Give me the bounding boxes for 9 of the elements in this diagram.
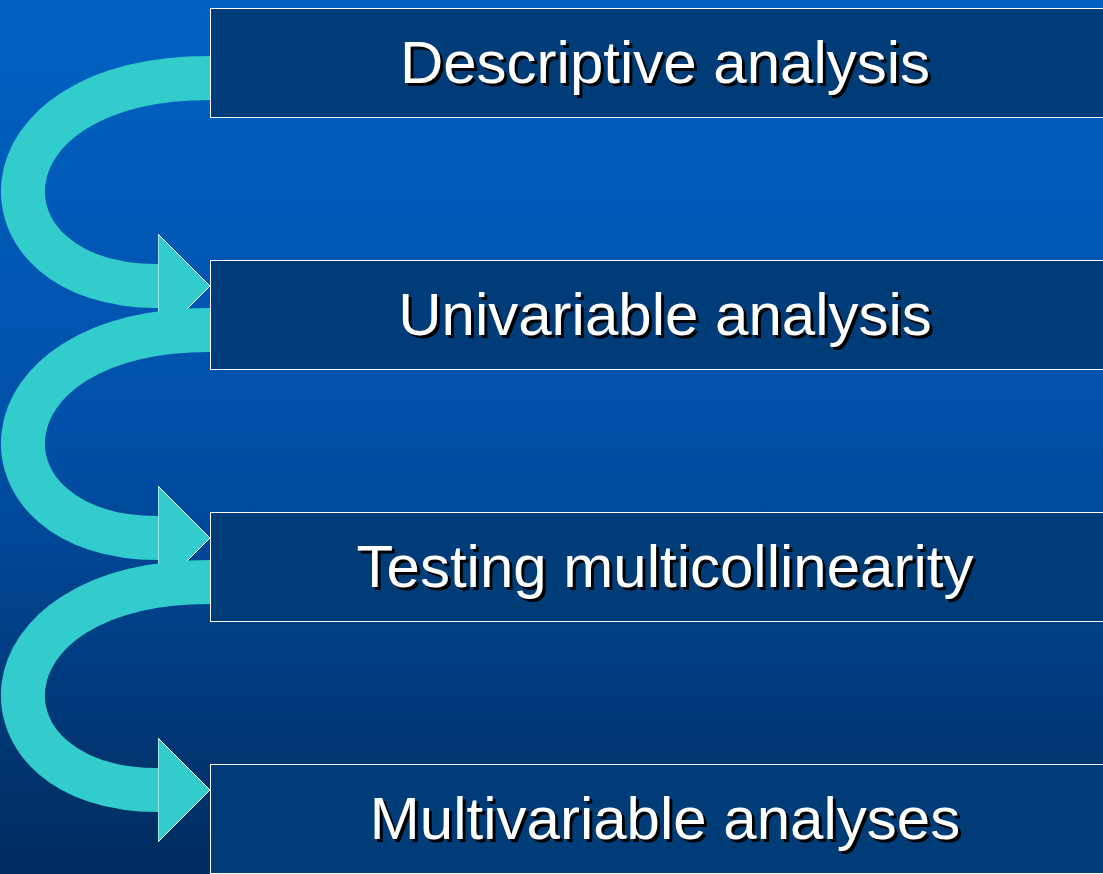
step-label: Testing multicollinearity bbox=[356, 537, 974, 597]
curved-arrow bbox=[1, 560, 212, 843]
step-label: Univariable analysis bbox=[398, 285, 932, 345]
step-box bbox=[210, 764, 1103, 874]
step-label: Descriptive analysis bbox=[399, 33, 931, 93]
step-box bbox=[210, 512, 1103, 622]
step-label: Multivariable analyses bbox=[369, 789, 961, 849]
step-box bbox=[210, 8, 1103, 118]
step-box bbox=[210, 260, 1103, 370]
